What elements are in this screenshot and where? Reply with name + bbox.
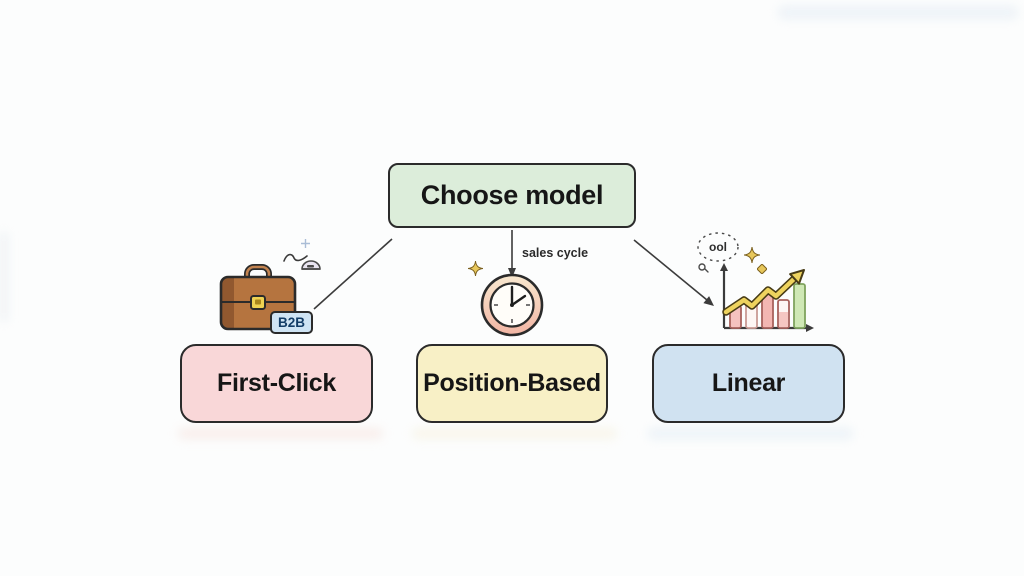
diamond-sparkle-icon bbox=[757, 264, 767, 274]
bar-chart-icon bbox=[720, 263, 814, 332]
dot-doodle-icon bbox=[698, 263, 709, 273]
dome-doodle-icon bbox=[301, 260, 321, 270]
node-choose-model-label: Choose model bbox=[420, 180, 604, 210]
node-position-based-label: Position-Based bbox=[423, 369, 601, 397]
sparkle-icon bbox=[744, 247, 760, 263]
b2b-badge-label: B2B bbox=[277, 315, 305, 330]
sparkle-icon bbox=[301, 239, 310, 248]
node-first-click: First-Click bbox=[180, 344, 373, 423]
node-linear-label: Linear bbox=[711, 369, 786, 397]
squiggle-icon bbox=[283, 253, 308, 262]
scribble-text: ool bbox=[709, 240, 727, 254]
node-linear: Linear bbox=[652, 344, 845, 423]
node-position-based: Position-Based bbox=[416, 344, 608, 423]
background-smear bbox=[412, 428, 617, 439]
clock-icon bbox=[480, 273, 544, 337]
background-smear bbox=[648, 428, 853, 439]
b2b-badge: B2B bbox=[270, 311, 313, 334]
sparkle-icon bbox=[468, 261, 483, 276]
background-smear bbox=[0, 232, 8, 322]
background-smear bbox=[778, 6, 1018, 19]
node-first-click-label: First-Click bbox=[217, 369, 336, 397]
connector-line-left bbox=[313, 238, 393, 310]
scribble-icon: ool bbox=[697, 232, 739, 262]
connector-label-sales-cycle: sales cycle bbox=[522, 246, 589, 260]
node-choose-model: Choose model bbox=[388, 163, 636, 228]
background-smear bbox=[178, 428, 383, 439]
